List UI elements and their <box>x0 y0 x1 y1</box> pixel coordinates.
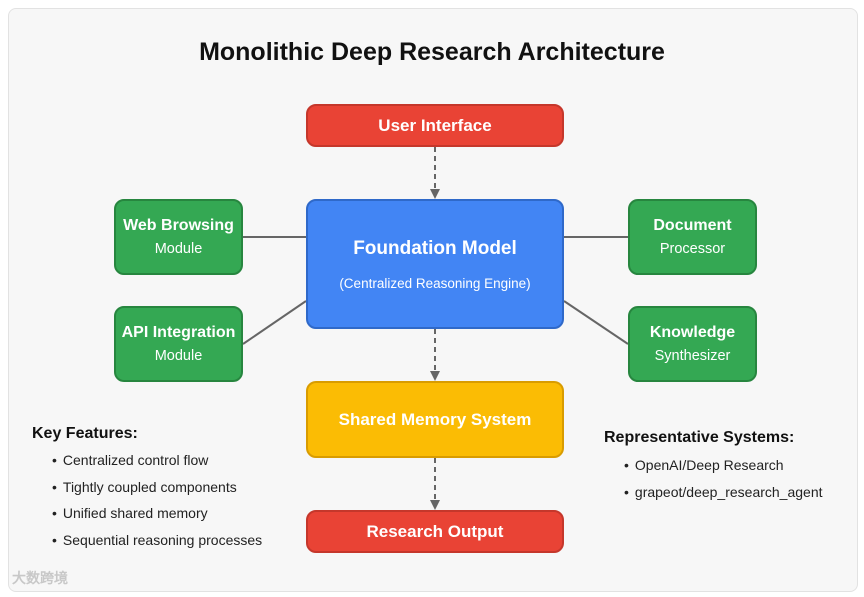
web-browsing-module-node: Web Browsing Module <box>114 199 243 275</box>
knowledge-label: Knowledge <box>649 324 736 341</box>
web-browsing-sublabel: Module <box>154 241 203 257</box>
document-sublabel: Processor <box>659 241 726 257</box>
edge-api-integration <box>242 300 307 345</box>
representative-system-item: OpenAI/Deep Research <box>624 452 823 479</box>
watermark-logo: 大数跨境 <box>12 571 68 587</box>
knowledge-sublabel: Synthesizer <box>654 348 731 364</box>
api-integration-sublabel: Module <box>154 348 203 364</box>
shared-memory-label: Shared Memory System <box>338 409 532 429</box>
key-features-heading: Key Features: <box>32 425 138 442</box>
api-integration-label: API Integration <box>121 324 236 341</box>
research-output-node: Research Output <box>306 510 564 553</box>
research-output-label: Research Output <box>366 521 504 541</box>
representative-system-item: grapeot/deep_research_agent <box>624 479 823 506</box>
user-interface-label: User Interface <box>378 115 492 135</box>
user-interface-node: User Interface <box>306 104 564 147</box>
web-browsing-label: Web Browsing <box>123 217 234 234</box>
api-integration-module-node: API Integration Module <box>114 306 243 382</box>
document-processor-node: Document Processor <box>628 199 757 275</box>
document-label: Document <box>653 217 732 234</box>
key-feature-item: Unified shared memory <box>52 500 262 527</box>
key-features-list: Centralized control flow Tightly coupled… <box>52 447 262 553</box>
key-feature-item: Sequential reasoning processes <box>52 527 262 554</box>
diagram-title: Monolithic Deep Research Architecture <box>199 38 665 66</box>
representative-systems-heading: Representative Systems: <box>604 429 795 446</box>
foundation-model-node: Foundation Model (Centralized Reasoning … <box>306 199 564 329</box>
edge-knowledge <box>563 300 629 345</box>
knowledge-synthesizer-node: Knowledge Synthesizer <box>628 306 757 382</box>
key-feature-item: Tightly coupled components <box>52 474 262 501</box>
key-feature-item: Centralized control flow <box>52 447 262 474</box>
foundation-model-title: Foundation Model <box>353 237 517 259</box>
representative-systems-list: OpenAI/Deep Research grapeot/deep_resear… <box>624 452 823 505</box>
shared-memory-node: Shared Memory System <box>306 381 564 458</box>
foundation-model-subtitle: (Centralized Reasoning Engine) <box>339 275 531 291</box>
